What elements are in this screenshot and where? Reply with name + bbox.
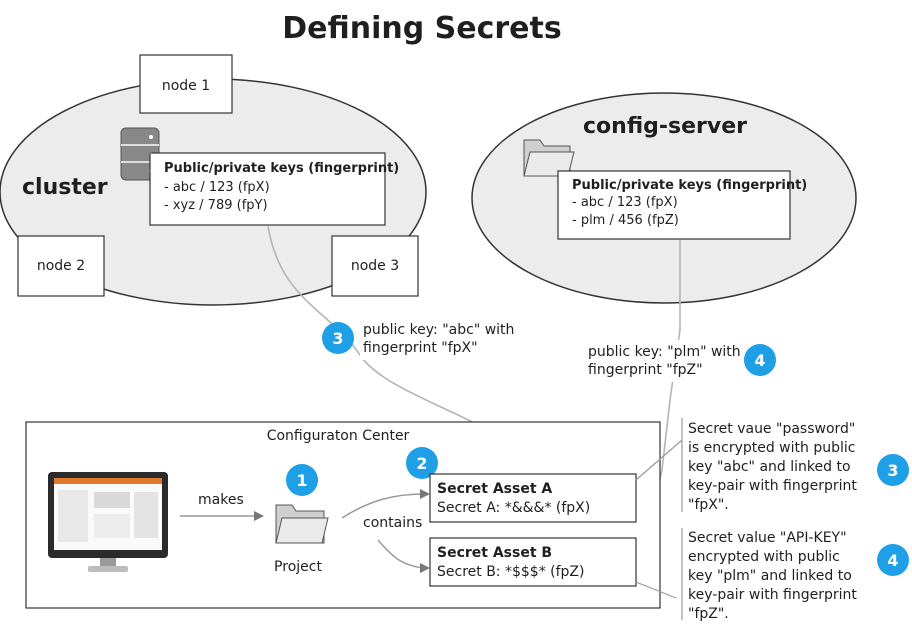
secret-asset-a-box[interactable]: Secret Asset A Secret A: *&&&* (fpX) <box>429 473 637 523</box>
cluster-key-item: - abc / 123 (fpX) <box>164 180 270 195</box>
note-4-line: key-pair with fingerprint <box>688 587 857 603</box>
node-1-label: node 1 <box>162 78 210 94</box>
project-folder-icon[interactable] <box>275 504 329 544</box>
badge-3 <box>322 322 354 354</box>
badge-4-note-number: 4 <box>887 551 898 570</box>
arrowhead <box>420 563 430 573</box>
cluster-keys-heading: Public/private keys (fingerprint) <box>164 161 399 176</box>
callout-3: 3 public key: "abc" with fingerprint "fp… <box>322 318 540 360</box>
config-server-label: config-server <box>583 114 747 139</box>
badge-4-note <box>877 544 909 576</box>
note-4-line: encrypted with public <box>688 549 840 565</box>
secret-asset-b-value: Secret B: *$$$* (fpZ) <box>437 564 584 580</box>
config-key-item: - plm / 456 (fpZ) <box>572 213 679 228</box>
node-2-label: node 2 <box>37 258 85 274</box>
secret-asset-a-title: Secret Asset A <box>437 481 552 497</box>
configuration-center-label: Configuraton Center <box>267 428 410 444</box>
contains-label: contains <box>363 515 422 531</box>
secret-asset-a-value: Secret A: *&&&* (fpX) <box>437 500 590 516</box>
callout-4-line-1: public key: "plm" with <box>588 344 741 360</box>
badge-4-number: 4 <box>754 351 765 370</box>
badge-2 <box>406 447 438 479</box>
badge-1 <box>286 464 318 496</box>
secret-asset-b-box[interactable]: Secret Asset B Secret B: *$$$* (fpZ) <box>429 537 637 587</box>
node-1-box: node 1 <box>139 54 233 114</box>
arrowhead <box>254 511 264 521</box>
note-3-line: is encrypted with public <box>688 440 855 456</box>
arrowhead <box>420 489 430 499</box>
note-3-pointer <box>635 439 683 481</box>
makes-label: makes <box>198 492 244 508</box>
callout-3-line-1: public key: "abc" with <box>363 322 514 338</box>
note-3-line: Secret vaue "password" <box>688 421 855 437</box>
note-4-line: Secret value "API-KEY" <box>688 530 847 546</box>
note-3: Secret vaue "password" is encrypted with… <box>688 421 909 513</box>
badge-3-note <box>877 454 909 486</box>
project-label: Project <box>274 559 322 575</box>
note-4: Secret value "API-KEY" encrypted with pu… <box>688 530 909 622</box>
config-server-keys-box: Public/private keys (fingerprint) - abc … <box>557 170 807 240</box>
cluster-key-item: - xyz / 789 (fpY) <box>164 198 268 213</box>
node-3-box: node 3 <box>331 235 419 297</box>
node-3-label: node 3 <box>351 258 399 274</box>
note-4-pointer <box>635 581 677 599</box>
callout-4-line-2: fingerprint "fpZ" <box>588 362 703 378</box>
note-3-line: key-pair with fingerprint <box>688 478 857 494</box>
badge-3-note-number: 3 <box>887 461 898 480</box>
cluster-keys-box: Public/private keys (fingerprint) - abc … <box>149 152 399 226</box>
note-3-line: "fpX". <box>688 497 729 513</box>
badge-3-number: 3 <box>332 329 343 348</box>
monitor-icon <box>48 472 168 572</box>
node-2-box: node 2 <box>17 235 105 297</box>
note-4-line: "fpZ". <box>688 606 729 622</box>
note-3-line: key "abc" and linked to <box>688 459 851 475</box>
badge-1-number: 1 <box>296 471 307 490</box>
cluster-label: cluster <box>22 175 108 200</box>
badge-2-number: 2 <box>416 454 427 473</box>
config-key-item: - abc / 123 (fpX) <box>572 195 678 210</box>
note-4-line: key "plm" and linked to <box>688 568 852 584</box>
page-title: Defining Secrets <box>282 11 561 46</box>
callout-3-line-2: fingerprint "fpX" <box>363 340 478 356</box>
callout-4: public key: "plm" with fingerprint "fpZ"… <box>585 340 776 382</box>
badge-4 <box>744 344 776 376</box>
secret-asset-b-title: Secret Asset B <box>437 545 552 561</box>
contains-arrow-b <box>377 539 425 569</box>
config-keys-heading: Public/private keys (fingerprint) <box>572 178 807 193</box>
contains-arrow-a <box>341 493 425 519</box>
